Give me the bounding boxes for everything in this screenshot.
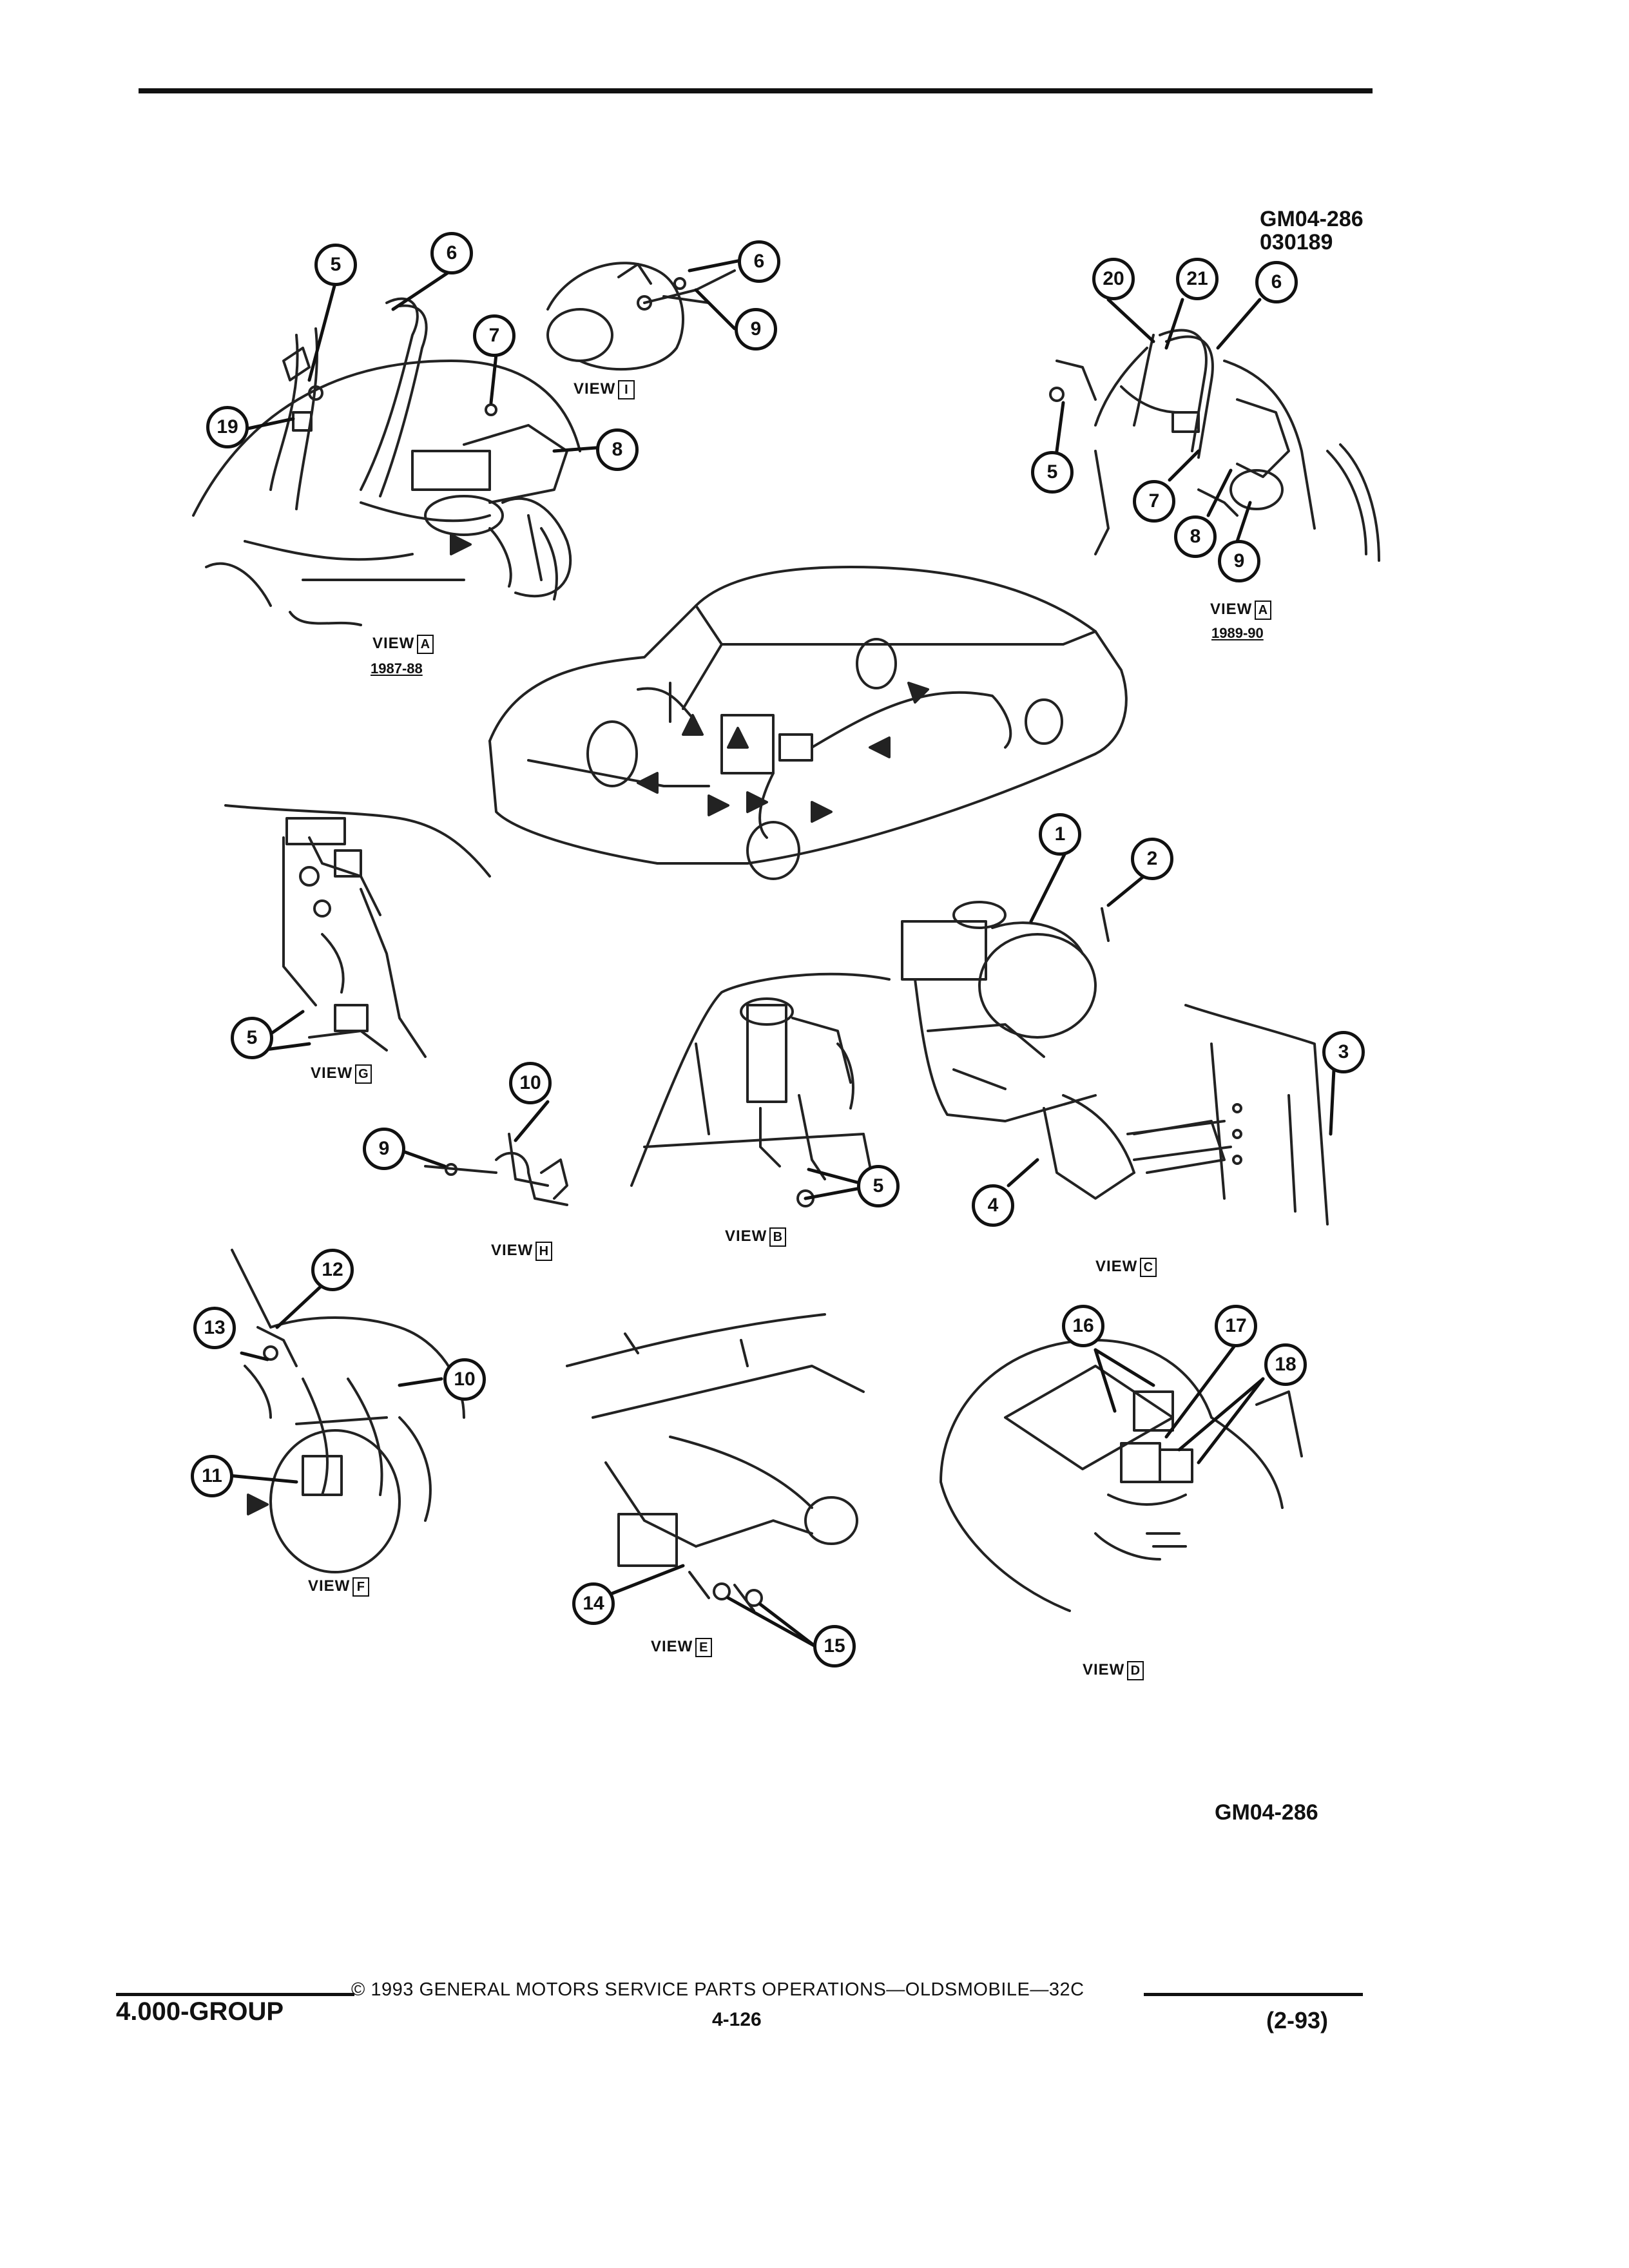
- callout-18: 18: [1264, 1343, 1307, 1386]
- view-word: VIEW: [372, 635, 415, 652]
- vehicle-overview-drawing: [488, 566, 1128, 880]
- callout-21: 21: [1176, 258, 1219, 300]
- figure-date: 030189: [1260, 230, 1333, 255]
- view-a-1989-year: 1989-90: [1211, 625, 1264, 641]
- view-word: VIEW: [491, 1242, 534, 1259]
- view-b-drawing: [630, 972, 891, 1207]
- callout-2: 2: [1131, 838, 1173, 880]
- view-letter-box: D: [1127, 1661, 1144, 1680]
- callout-7-view-a-1989: 7: [1133, 480, 1175, 523]
- view-word: VIEW: [1083, 1661, 1125, 1678]
- callout-20: 20: [1092, 258, 1135, 300]
- callout-1: 1: [1039, 813, 1081, 856]
- view-letter-box: C: [1140, 1258, 1157, 1277]
- callout-5-view-b: 5: [857, 1165, 900, 1207]
- callout-3: 3: [1322, 1031, 1365, 1073]
- callout-17: 17: [1215, 1305, 1257, 1347]
- callout-7-view-a-1987: 7: [473, 314, 516, 357]
- callout-8-view-a-1987: 8: [596, 428, 639, 471]
- callout-leaders: [227, 259, 1336, 1648]
- view-letter-box: H: [535, 1242, 553, 1261]
- callout-16: 16: [1062, 1305, 1104, 1347]
- view-f-drawing: [231, 1249, 465, 1573]
- callout-5-view-a-1987: 5: [314, 244, 357, 286]
- callout-8-view-a-1989: 8: [1174, 515, 1217, 558]
- footer-rule-right: [1144, 1993, 1363, 1996]
- callout-6-view-a-1987: 6: [430, 232, 473, 274]
- callout-9-view-a-1989: 9: [1218, 540, 1260, 582]
- callout-14: 14: [572, 1582, 615, 1625]
- callout-13: 13: [193, 1307, 236, 1349]
- footer-page-number: 4-126: [712, 2009, 762, 2030]
- callout-12: 12: [311, 1249, 354, 1291]
- view-direction-arrows: [637, 682, 929, 823]
- view-a-1989-drawing: [1049, 329, 1380, 562]
- view-letter-box: A: [1255, 601, 1272, 620]
- view-word: VIEW: [1210, 601, 1253, 618]
- header-rule: [139, 88, 1373, 93]
- callout-19: 19: [206, 406, 249, 448]
- view-i-drawing: [546, 262, 736, 371]
- view-letter-box: A: [417, 635, 434, 654]
- footer-copyright: © 1993 GENERAL MOTORS SERVICE PARTS OPER…: [351, 1979, 1084, 2000]
- view-h-drawing: [424, 1133, 568, 1206]
- callout-9-view-i: 9: [735, 308, 777, 351]
- view-letter-box: E: [695, 1638, 713, 1657]
- view-letter-box: G: [355, 1064, 372, 1084]
- view-d-drawing: [940, 1339, 1303, 1612]
- view-e-drawing: [566, 1313, 865, 1612]
- callout-9-view-h: 9: [363, 1128, 405, 1170]
- view-c-drawing: [901, 901, 1329, 1225]
- callout-11: 11: [191, 1455, 233, 1497]
- view-letter-box: F: [352, 1577, 370, 1597]
- view-word: VIEW: [311, 1064, 353, 1082]
- view-word: VIEW: [574, 380, 616, 398]
- view-letter-box: I: [618, 380, 635, 399]
- view-g-drawing: [224, 804, 491, 1058]
- callout-5-view-g: 5: [231, 1017, 273, 1059]
- callout-5-view-a-1989: 5: [1031, 451, 1074, 494]
- callout-4: 4: [972, 1184, 1014, 1227]
- figure-code-top: GM04-286: [1260, 207, 1364, 231]
- view-word: VIEW: [725, 1227, 767, 1245]
- view-word: VIEW: [1095, 1258, 1138, 1275]
- figure-code-bottom: GM04-286: [1215, 1800, 1318, 1825]
- callout-10-view-h: 10: [509, 1062, 552, 1104]
- callout-6-view-a-1989: 6: [1255, 261, 1298, 303]
- view-letter-box: B: [769, 1227, 787, 1247]
- callout-15: 15: [813, 1625, 856, 1667]
- callout-10-view-f: 10: [443, 1358, 486, 1401]
- view-word: VIEW: [308, 1577, 351, 1595]
- footer-rule-left: [116, 1993, 354, 1996]
- view-word: VIEW: [651, 1638, 693, 1655]
- footer-revision: (2-93): [1266, 2007, 1329, 2033]
- view-a-1987-drawing: [192, 297, 581, 626]
- view-a-1987-year: 1987-88: [371, 660, 423, 677]
- callout-6-view-i: 6: [738, 240, 780, 283]
- footer-group: 4.000-GROUP: [116, 1997, 284, 2026]
